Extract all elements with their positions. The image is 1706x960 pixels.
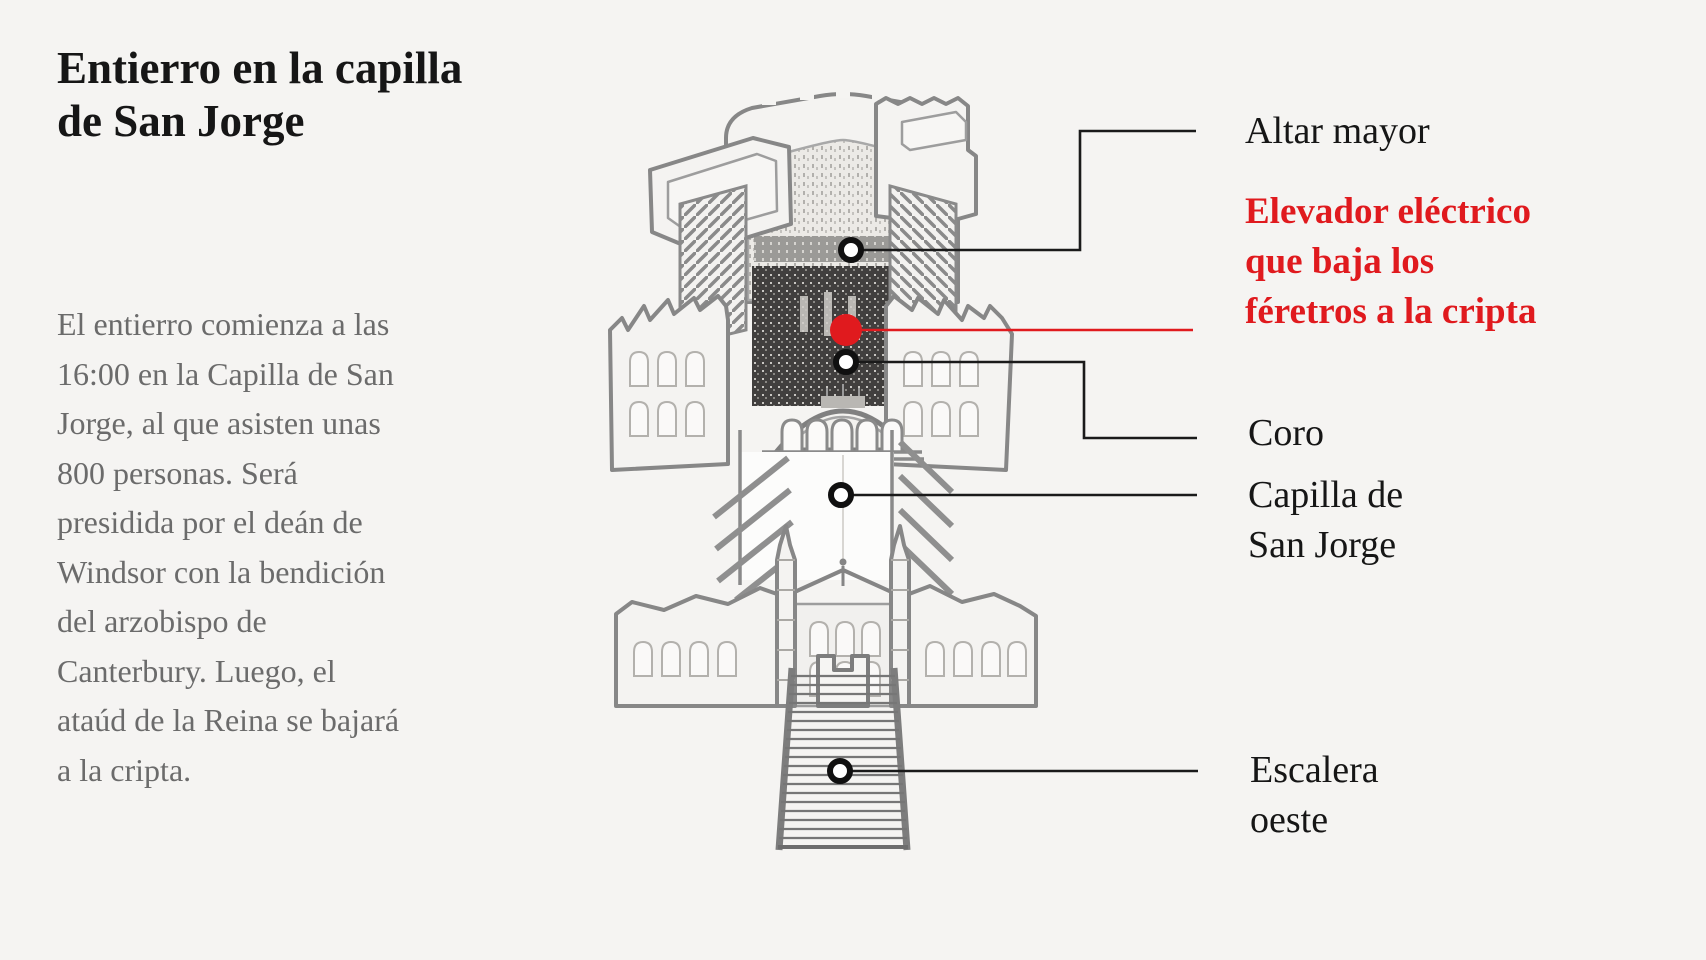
label-capilla: Capilla de San Jorge <box>1248 474 1404 566</box>
callout-markers <box>827 237 864 784</box>
tower-course-lines <box>777 559 909 681</box>
label-escalera: Escalera oeste <box>1250 749 1379 841</box>
page-title: Entierro en la capilla de San Jorge <box>57 43 463 146</box>
connector-coro <box>846 360 1197 440</box>
northeast-tower-roof <box>900 110 968 152</box>
marker-escalera <box>827 758 853 784</box>
label-elevador: Elevador eléctrico que baja los féretros… <box>1245 191 1537 332</box>
intro-paragraph: El entierro comienza a las 16:00 en la C… <box>57 306 400 788</box>
marker-elevador <box>830 314 862 346</box>
label-altar-mayor: Altar mayor <box>1245 110 1430 152</box>
west-tower-right <box>889 524 911 708</box>
organ-pipes <box>800 292 856 336</box>
label-coro: Coro <box>1248 412 1324 454</box>
marker-coro <box>833 349 859 375</box>
chapel-illustration <box>608 85 1038 851</box>
west-finial-tip <box>839 558 847 566</box>
marker-altar-mayor <box>838 237 864 263</box>
screen-arcade <box>780 418 904 452</box>
nave-ribs-right <box>897 439 955 597</box>
connector-altar-mayor <box>851 129 1196 252</box>
nave-ribs-left <box>712 455 796 603</box>
west-steps <box>775 667 911 851</box>
organ-loft-altar <box>821 384 865 408</box>
callout-connectors <box>840 129 1198 773</box>
marker-capilla <box>828 482 854 508</box>
west-tower-left <box>775 524 797 708</box>
